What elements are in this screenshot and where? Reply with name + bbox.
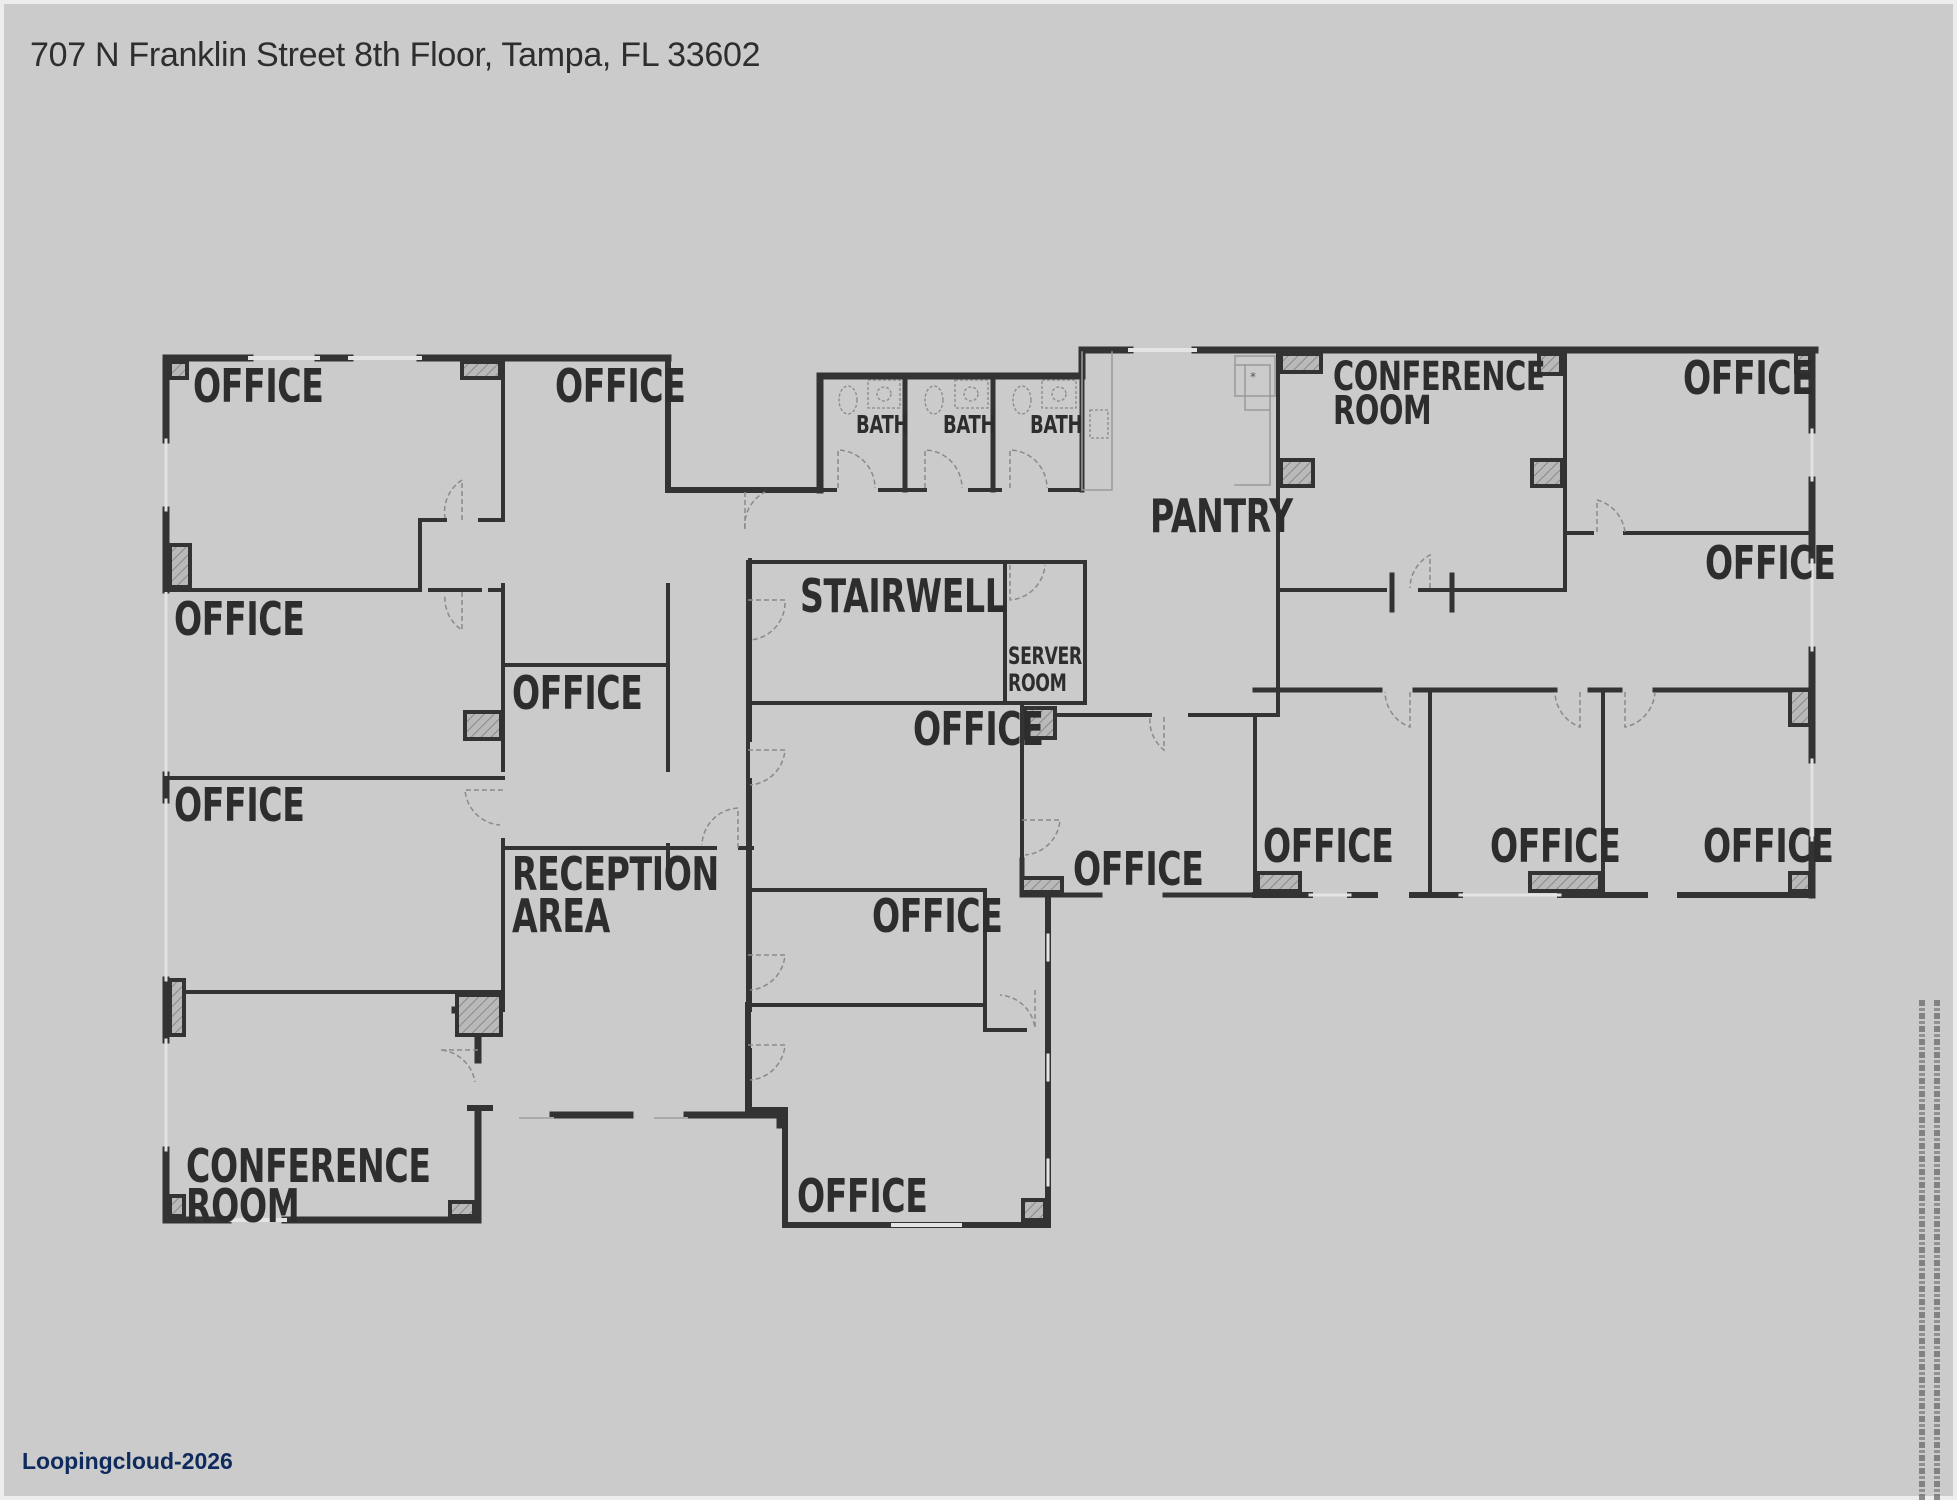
room-label-reception: RECEPTION	[512, 847, 719, 901]
room-label-office: OFFICE	[555, 359, 686, 413]
room-label-office: OFFICE	[797, 1169, 928, 1223]
room-label-office: OFFICE	[1490, 819, 1621, 873]
floor-plan-page	[4, 4, 1953, 1496]
room-label-conference-room: ROOM	[1333, 388, 1432, 434]
room-label-office: OFFICE	[174, 778, 305, 832]
room-label-bath: BATH	[1030, 410, 1083, 439]
disclaimer-line	[1934, 1000, 1940, 1500]
room-label-conference-room: ROOM	[186, 1179, 300, 1233]
watermark-label: Loopingcloud-2026	[22, 1448, 233, 1474]
address-title: 707 N Franklin Street 8th Floor, Tampa, …	[30, 36, 761, 74]
room-label-stairwell: STAIRWELL	[800, 569, 1006, 623]
legal-disclaimer-text	[1905, 1000, 1945, 1500]
room-label-server: SERVER	[1008, 642, 1082, 670]
room-label-server-room: ROOM	[1008, 669, 1067, 697]
room-label-office: OFFICE	[1683, 351, 1814, 405]
room-label-bath: BATH	[943, 410, 996, 439]
room-label-office: OFFICE	[913, 702, 1044, 756]
room-label-office: OFFICE	[174, 592, 305, 646]
room-label-reception-area: AREA	[512, 889, 610, 943]
room-label-conference: CONFERENCE	[186, 1139, 431, 1193]
room-label-office: OFFICE	[1703, 819, 1834, 873]
room-label-office: OFFICE	[1705, 536, 1836, 590]
room-label-office: OFFICE	[512, 666, 643, 720]
room-label-bath: BATH	[856, 410, 909, 439]
svg-text:*: *	[1250, 370, 1256, 384]
room-label-office: OFFICE	[193, 359, 324, 413]
disclaimer-line	[1919, 1000, 1925, 1500]
room-label-pantry: PANTRY	[1150, 489, 1293, 543]
room-label-office: OFFICE	[1263, 819, 1394, 873]
room-label-office: OFFICE	[1073, 842, 1204, 896]
room-label-conference: CONFERENCE	[1333, 354, 1546, 400]
room-label-office: OFFICE	[872, 889, 1003, 943]
